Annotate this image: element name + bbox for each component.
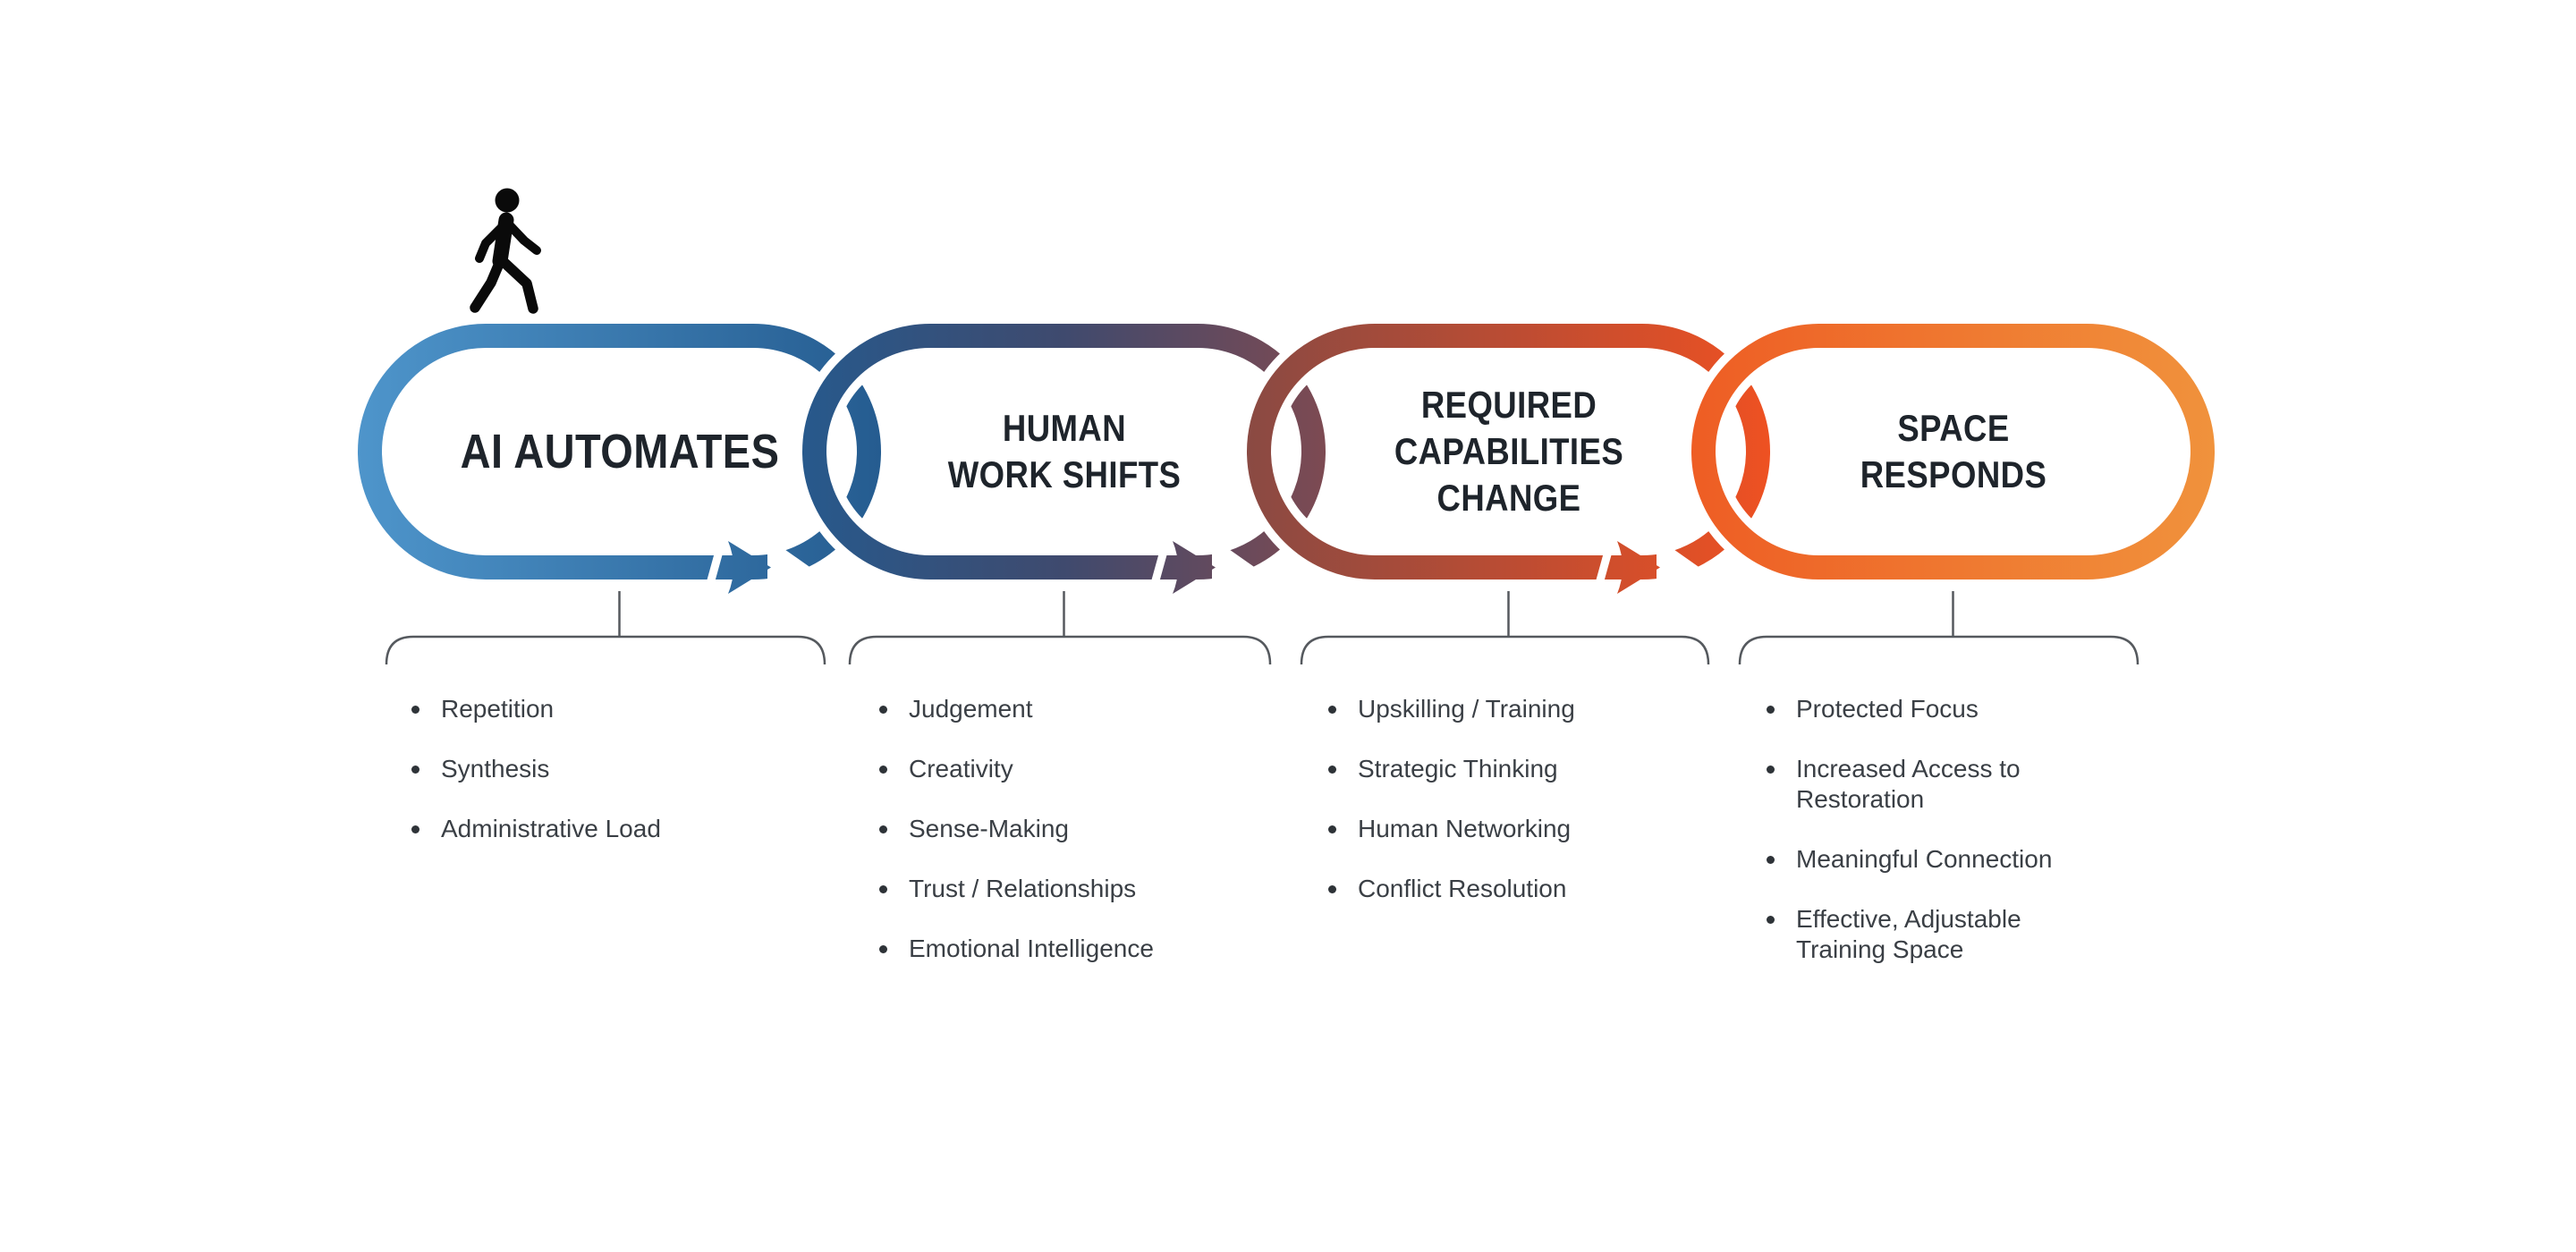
stage-3-item-list: Upskilling / Training Strategic Thinking… — [1324, 694, 1708, 934]
bracket-3 — [1300, 591, 1710, 665]
stage-1-item-list: Repetition Synthesis Administrative Load — [407, 694, 792, 874]
list-item: Repetition — [407, 694, 792, 724]
list-item: Creativity — [875, 754, 1268, 784]
bracket-4 — [1738, 591, 2140, 665]
list-item: Strategic Thinking — [1324, 754, 1708, 784]
stage-2-title: HUMAN WORK SHIFTS — [947, 405, 1181, 498]
stage-4-title-line: SPACE — [1896, 407, 2010, 449]
stage-3-title: REQUIRED CAPABILITIES CHANGE — [1394, 382, 1623, 521]
list-item: Trust / Relationships — [875, 874, 1268, 904]
stage-1-title: AI AUTOMATES — [460, 427, 779, 477]
bracket-2 — [848, 591, 1272, 665]
list-item: Increased Access to Restoration — [1762, 754, 2062, 815]
arrow-3-icon — [1591, 537, 1699, 598]
stage-4-item-list: Protected Focus Increased Access to Rest… — [1762, 694, 2062, 994]
stage-4-title-line: RESPONDS — [1860, 453, 2046, 495]
list-item: Protected Focus — [1762, 694, 2062, 724]
list-item: Human Networking — [1324, 814, 1708, 844]
list-item: Synthesis — [407, 754, 792, 784]
chain-link-1 — [358, 324, 881, 579]
list-item: Administrative Load — [407, 814, 792, 844]
list-item: Conflict Resolution — [1324, 874, 1708, 904]
bracket-1 — [385, 591, 826, 665]
list-item: Sense-Making — [875, 814, 1268, 844]
chain-link-2 — [802, 324, 1326, 579]
list-item: Emotional Intelligence — [875, 934, 1268, 964]
list-item: Upskilling / Training — [1324, 694, 1708, 724]
stage-3-title-line: CHANGE — [1436, 477, 1580, 519]
stage-4-title: SPACE RESPONDS — [1860, 405, 2046, 498]
arrow-1-icon — [702, 537, 810, 598]
stage-1-title-line: AI AUTOMATES — [460, 425, 779, 478]
walking-person-icon — [470, 188, 541, 314]
bracket-group — [385, 591, 2140, 665]
stage-2-item-list: Judgement Creativity Sense-Making Trust … — [875, 694, 1268, 994]
chain-link-4 — [1691, 324, 2215, 579]
list-item: Judgement — [875, 694, 1268, 724]
stage-2-title-line: HUMAN — [1002, 407, 1126, 449]
arrow-2-icon — [1147, 537, 1255, 598]
stage-2-title-line: WORK SHIFTS — [947, 453, 1181, 495]
list-item: Meaningful Connection — [1762, 844, 2062, 875]
stage-3-title-line: REQUIRED — [1420, 384, 1597, 426]
stage-3-title-line: CAPABILITIES — [1394, 430, 1623, 472]
list-item: Effective, Adjustable Training Space — [1762, 904, 2062, 965]
chain-link-3 — [1247, 324, 1770, 579]
